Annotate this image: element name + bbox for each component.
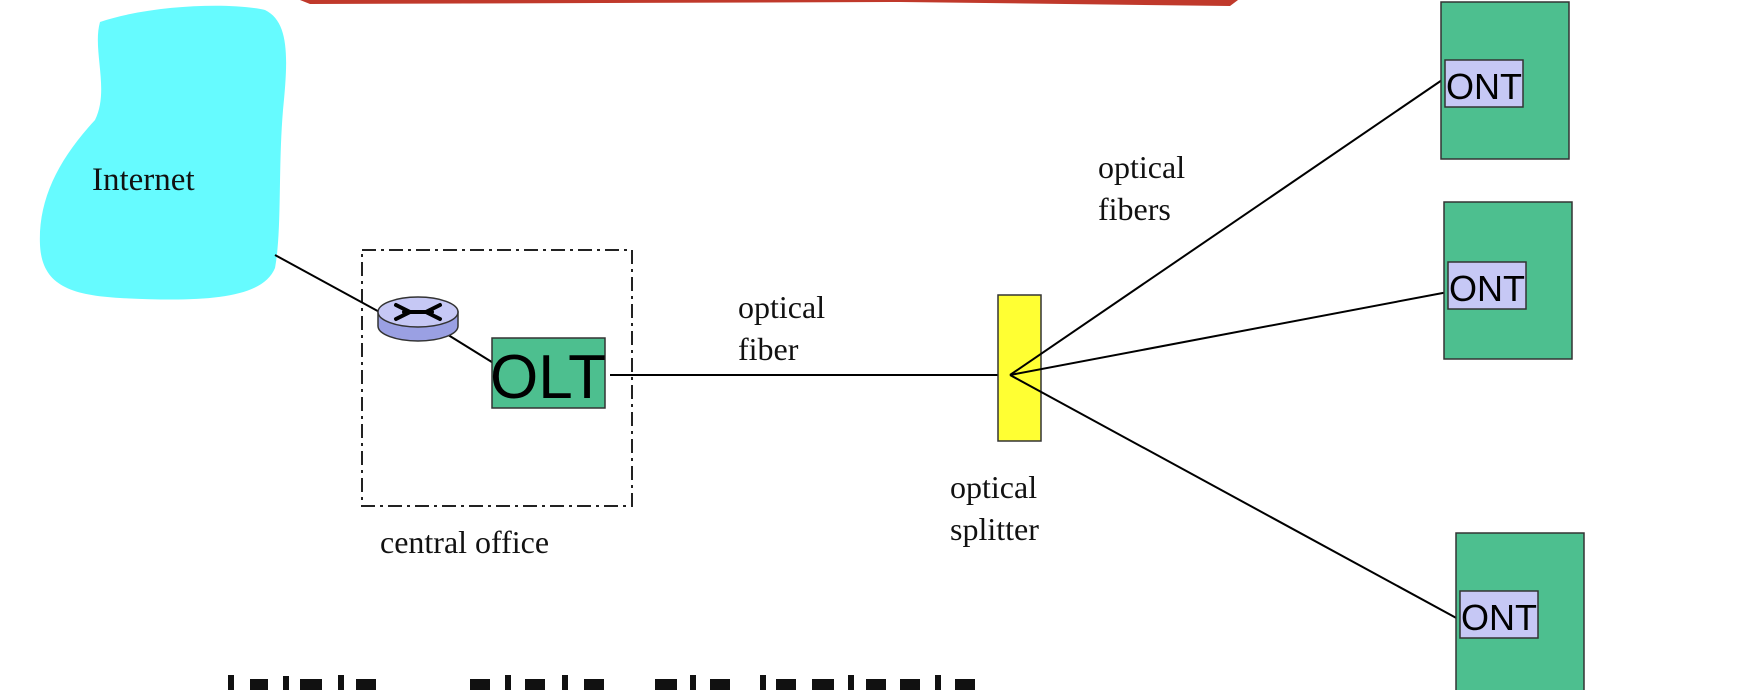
- optical-fibers-label-line2: fibers: [1098, 191, 1171, 227]
- red-marker-stroke: [40, 0, 1238, 6]
- central-office-box: [361, 249, 633, 507]
- optical-fiber-label-line2: fiber: [738, 331, 799, 367]
- branch-fiber-2: [1009, 291, 1449, 376]
- ont-label-box: [1447, 261, 1527, 310]
- optical-splitter-label-line2: splitter: [950, 511, 1039, 547]
- branch-fiber-1: [1009, 77, 1446, 376]
- ont-label-box: [1444, 59, 1524, 108]
- router-icon: [377, 296, 459, 342]
- router-olt-link: [444, 332, 496, 365]
- olt-label: OLT: [490, 343, 606, 412]
- internet-label: Internet: [92, 162, 195, 198]
- branch-fiber-3: [1009, 374, 1461, 621]
- ont-label: ONT: [1461, 597, 1537, 638]
- ont-label-box: [1459, 590, 1539, 639]
- internet-router-link: [274, 254, 386, 316]
- ont-unit-2: ONT: [1443, 201, 1573, 360]
- internet-cloud: [39, 5, 287, 300]
- ont-label: ONT: [1449, 268, 1525, 309]
- central-office-label: central office: [380, 524, 549, 560]
- cropped-text-fragment: [228, 675, 975, 690]
- optical-fiber-label-line1: optical: [738, 289, 825, 325]
- ont-unit-1: ONT: [1440, 1, 1570, 160]
- ont-unit-3: ONT: [1455, 532, 1585, 690]
- ont-label: ONT: [1446, 66, 1522, 107]
- optical-splitter-label-line1: optical: [950, 469, 1037, 505]
- olt-box: [491, 337, 606, 409]
- optical-fibers-label-line1: optical: [1098, 149, 1185, 185]
